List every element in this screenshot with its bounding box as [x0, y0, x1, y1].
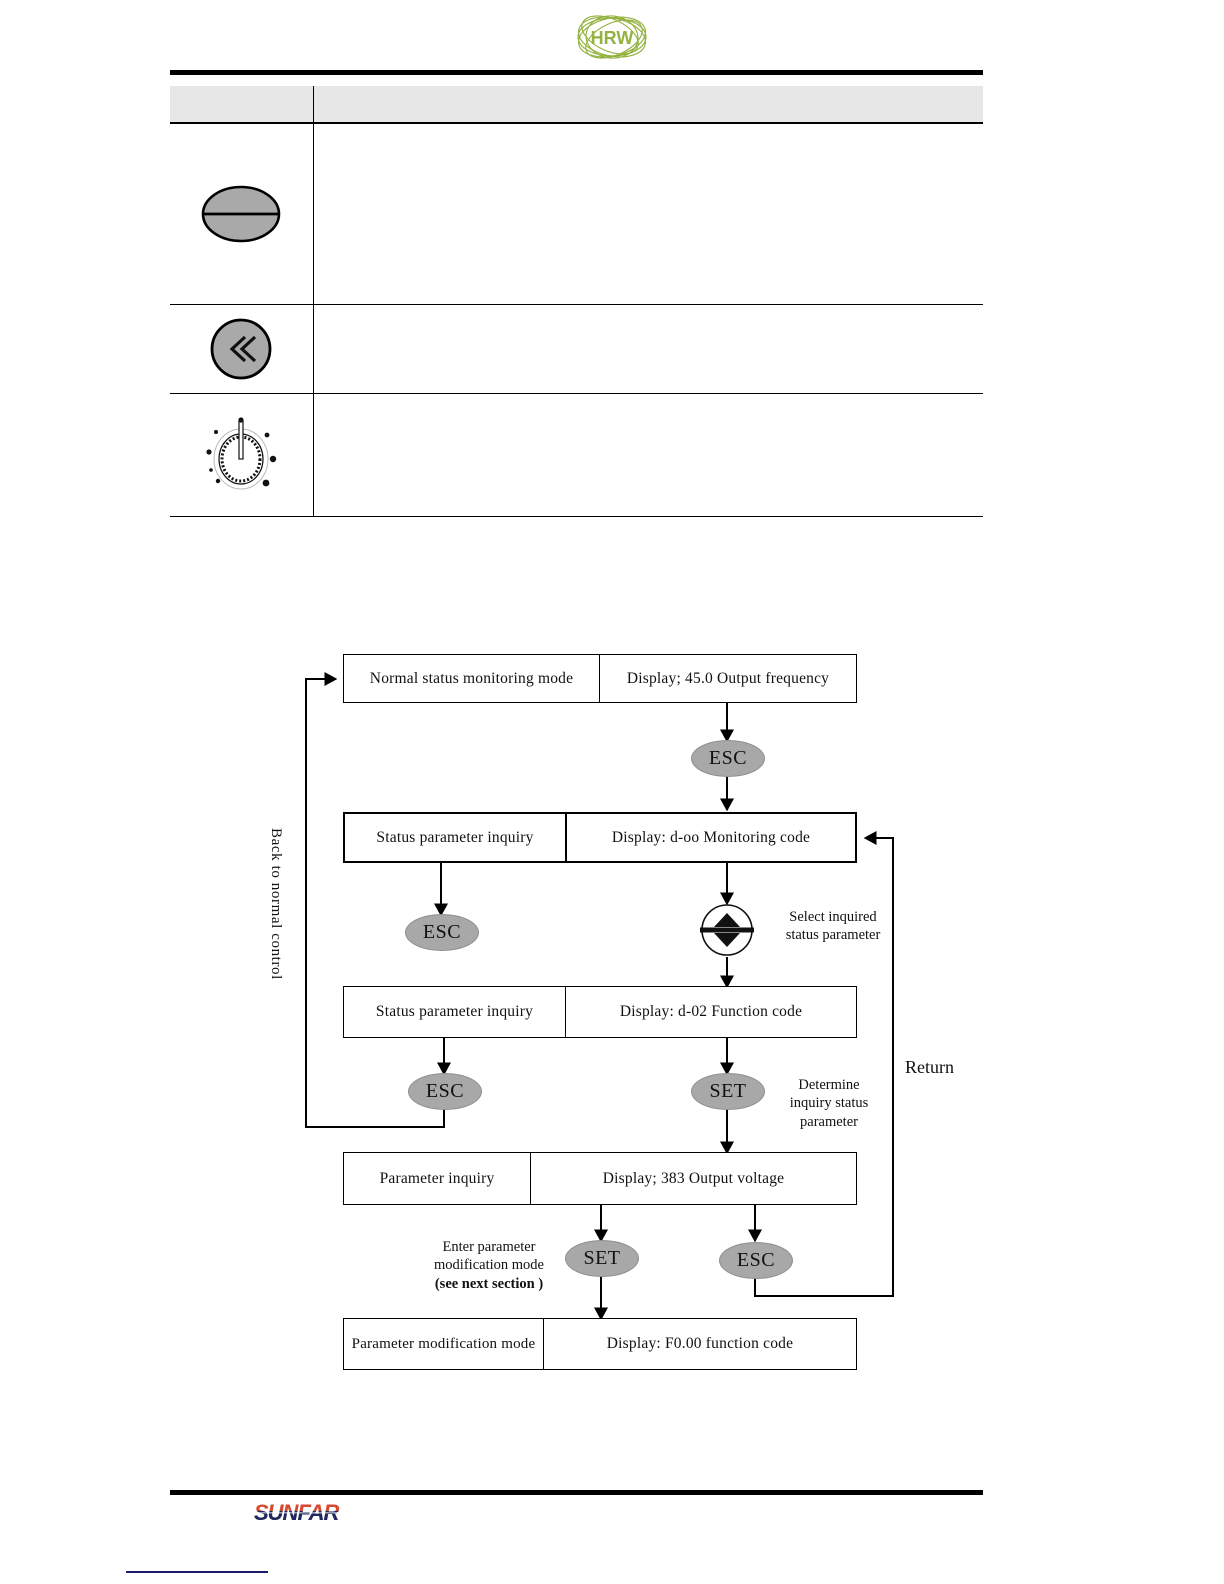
label-back-to-normal-control: Back to normal control: [268, 828, 284, 980]
spec-row-1-icon-cell: [170, 123, 314, 305]
key-esc-1[interactable]: ESC: [691, 740, 765, 777]
ellipse-split-button-icon: [201, 185, 281, 243]
key-set-1[interactable]: SET: [691, 1073, 765, 1110]
box-parameter-inquiry: Parameter inquiry Display; 383 Output vo…: [343, 1152, 857, 1205]
double-chevron-left-button-icon: [210, 318, 272, 379]
header-rule: [170, 70, 983, 75]
hrw-logo-text: HRW: [591, 28, 634, 48]
footer-rule: [170, 1490, 983, 1495]
sunfar-logo-text: SUNFAR: [254, 1500, 340, 1525]
box-parameter-modification: Parameter modification mode Display: F0.…: [343, 1318, 857, 1370]
key-esc-3[interactable]: ESC: [408, 1073, 482, 1110]
spec-row-3-icon-cell: [170, 393, 314, 517]
note-determine-line3: parameter: [800, 1113, 858, 1130]
table-row: [170, 123, 983, 305]
note-select-inquired: Select inquired status parameter: [763, 908, 903, 945]
key-esc-2[interactable]: ESC: [405, 914, 479, 951]
box-normal-status-left: Normal status monitoring mode: [344, 655, 600, 702]
spec-row-2-icon-cell: [170, 304, 314, 394]
spec-table-header-col2: [313, 86, 983, 124]
note-return-label: Return: [905, 1057, 954, 1077]
key-esc-4[interactable]: ESC: [719, 1242, 793, 1279]
table-row: [170, 304, 983, 394]
key-set-1-label: SET: [709, 1080, 747, 1102]
spec-table: [170, 86, 983, 517]
note-enter-mod-line3: (see next section ): [434, 1275, 544, 1292]
key-set-2[interactable]: SET: [565, 1240, 639, 1277]
note-enter-modification: Enter parameter modification mode (see n…: [418, 1238, 560, 1293]
note-enter-mod-line1: Enter parameter: [442, 1239, 536, 1255]
spec-table-header-col1: [170, 86, 314, 124]
box-normal-status-right: Display; 45.0 Output frequency: [626, 669, 830, 687]
box-status-param-inquiry-1-left: Status parameter inquiry: [345, 814, 567, 861]
note-select-inquired-line1: Select inquired: [789, 909, 877, 925]
box-parameter-inquiry-right: Display; 383 Output voltage: [602, 1169, 785, 1187]
box-parameter-modification-left: Parameter modification mode: [344, 1319, 544, 1369]
note-determine-inquiry: Determine inquiry status parameter: [766, 1076, 892, 1131]
key-esc-3-label: ESC: [425, 1080, 465, 1102]
box-parameter-modification-right: Display: F0.00 function code: [606, 1335, 794, 1352]
hrw-logo: HRW: [562, 10, 662, 66]
box-normal-status: Normal status monitoring mode Display; 4…: [343, 654, 857, 703]
footer-accent-line: [126, 1571, 268, 1573]
spec-row-3-description: [313, 393, 983, 517]
key-set-2-label: SET: [583, 1247, 621, 1269]
table-row: [170, 393, 983, 517]
sunfar-logo: SUNFAR SUNFAR: [252, 1500, 400, 1526]
box-status-param-inquiry-1-right: Display: d-oo Monitoring code: [611, 828, 811, 846]
box-status-param-inquiry-1: Status parameter inquiry Display: d-oo M…: [343, 812, 857, 863]
key-esc-2-label: ESC: [422, 921, 462, 943]
spec-table-header-row: [170, 86, 983, 124]
note-select-inquired-line2: status parameter: [785, 927, 881, 944]
box-status-param-inquiry-2-right: Display: d-02 Function code: [619, 1003, 803, 1020]
up-down-arrow-key-icon[interactable]: [699, 901, 755, 959]
spec-row-1-description: [313, 123, 983, 305]
key-esc-4-label: ESC: [736, 1249, 776, 1271]
note-determine-line2: inquiry status: [789, 1095, 869, 1112]
note-determine-line1: Determine: [798, 1077, 860, 1093]
box-status-param-inquiry-2-left: Status parameter inquiry: [344, 987, 566, 1037]
spec-row-2-description: [313, 304, 983, 394]
rotary-potentiometer-knob-icon: [206, 416, 277, 489]
box-status-param-inquiry-2: Status parameter inquiry Display: d-02 F…: [343, 986, 857, 1038]
box-parameter-inquiry-left: Parameter inquiry: [344, 1153, 531, 1204]
note-enter-mod-line2: modification mode: [434, 1257, 544, 1274]
key-esc-1-label: ESC: [708, 747, 748, 769]
